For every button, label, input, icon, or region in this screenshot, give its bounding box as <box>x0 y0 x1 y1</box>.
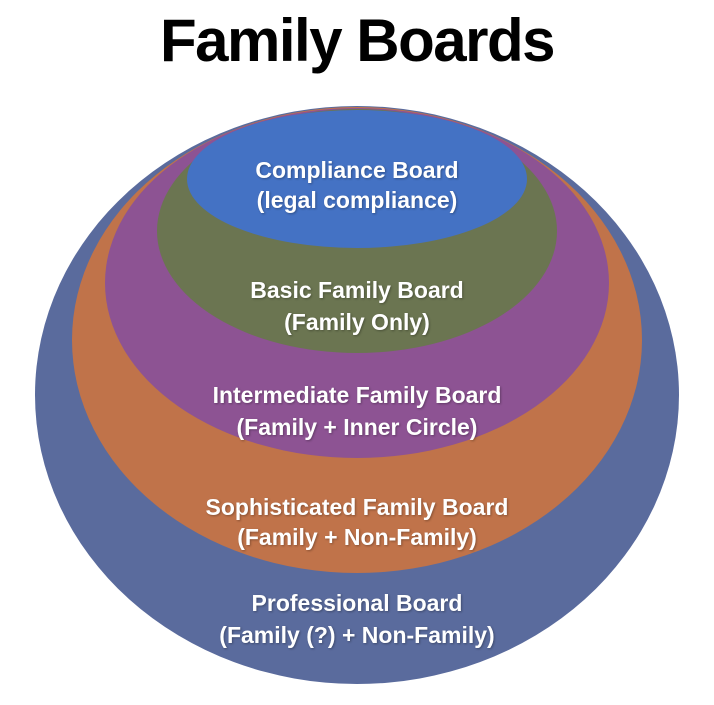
sophisticated-family-board-sublabel: (Family + Non-Family) <box>237 524 477 550</box>
intermediate-family-board-sublabel: (Family + Inner Circle) <box>237 414 478 440</box>
compliance-board-sublabel: (legal compliance) <box>257 187 458 213</box>
professional-board-label: Professional Board <box>252 590 463 616</box>
compliance-board-label: Compliance Board <box>255 157 458 183</box>
basic-family-board-label: Basic Family Board <box>250 277 463 303</box>
level-compliance-board: Compliance Board (legal compliance) <box>187 110 527 248</box>
basic-family-board-sublabel: (Family Only) <box>284 309 430 335</box>
sophisticated-family-board-label: Sophisticated Family Board <box>206 494 509 520</box>
intermediate-family-board-label: Intermediate Family Board <box>213 382 502 408</box>
page-title: Family Boards <box>160 7 555 74</box>
compliance-board-ellipse <box>187 110 527 248</box>
professional-board-sublabel: (Family (?) + Non-Family) <box>219 622 494 648</box>
